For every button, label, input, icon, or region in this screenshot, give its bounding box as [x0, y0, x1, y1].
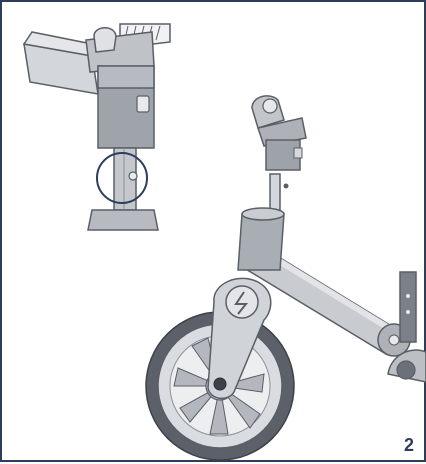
- handlebar-stem: [252, 96, 306, 170]
- step-number: 2: [404, 436, 414, 454]
- bike-assembly: [146, 96, 426, 460]
- head-tube: [238, 208, 284, 270]
- inset-closeup: [24, 24, 170, 230]
